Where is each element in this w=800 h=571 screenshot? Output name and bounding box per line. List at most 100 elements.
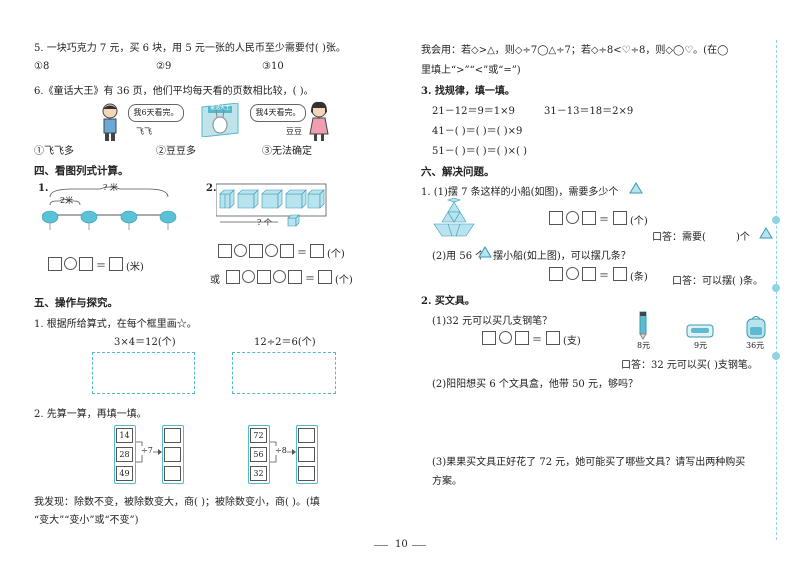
sec6-q2-title: 2. 买文具。 xyxy=(421,296,475,307)
output-cell[interactable] xyxy=(298,428,315,443)
boat-diagram-icon xyxy=(432,197,476,241)
q3-title: 3. 找规律，填一填。 xyxy=(421,86,515,97)
sec4-p2-unit1: (个) xyxy=(327,249,345,260)
sec4-p2-r2-box-1[interactable] xyxy=(226,270,240,284)
sec6-q2-answer: 口答：32 元可以买( )支钢笔。 xyxy=(621,360,758,371)
sec6-q1-unit1: (个) xyxy=(630,216,648,227)
sec4-p2-r1-box-3[interactable] xyxy=(280,244,294,258)
sec4-p2-r2-circle-1[interactable] xyxy=(242,270,255,283)
sec6-q1-circle[interactable] xyxy=(566,211,579,224)
q3-row1-b: 31－13＝18＝2×9 xyxy=(544,106,634,117)
sec6-q1b-box-answer[interactable] xyxy=(613,267,627,281)
q6-text: 6.《童话大王》有 36 页，他们平均每天看的页数相比较，( )。 xyxy=(34,86,314,97)
section-6-title: 六、解决问题。 xyxy=(421,166,495,178)
output-cell[interactable] xyxy=(164,466,181,481)
sec4-p2-r1-circle-2[interactable] xyxy=(265,244,278,257)
q5-option-2: ②9 xyxy=(156,61,172,72)
sec5-eq1: 3×4＝12(个) xyxy=(114,337,176,348)
sec6-q2-box-answer[interactable] xyxy=(546,331,560,345)
name-right: 豆豆 xyxy=(286,127,302,136)
q6-option-2: ②豆豆多 xyxy=(156,146,196,157)
input-cell: 28 xyxy=(116,447,133,462)
sec4-p2-r2-box-answer[interactable] xyxy=(318,270,332,284)
sec4-p2-r1-box-2[interactable] xyxy=(249,244,263,258)
equals-sign: ＝ xyxy=(599,271,609,282)
output-cell[interactable] xyxy=(298,466,315,481)
sec4-p2-r1-circle-1[interactable] xyxy=(234,244,247,257)
input-cell: 56 xyxy=(250,447,267,462)
sec4-p1-op-circle[interactable] xyxy=(64,257,77,270)
sec4-p1-box-2[interactable] xyxy=(79,257,93,271)
name-left: 飞飞 xyxy=(136,127,152,136)
sec5-eq2: 12÷2＝6(个) xyxy=(254,337,316,348)
output-cell[interactable] xyxy=(164,428,181,443)
equals-sign: ＝ xyxy=(599,215,609,226)
backpack-icon xyxy=(743,314,769,343)
margin-dot xyxy=(772,352,780,360)
sec5-q1-text: 1. 根据所给算式，在每个框里画☆。 xyxy=(34,319,197,330)
sec4-p2-r1-box-answer[interactable] xyxy=(310,244,324,258)
sec4-p2-unit2: (个) xyxy=(335,275,353,286)
sec6-q2-box-1[interactable] xyxy=(482,331,496,345)
sec4-p2-r1-box-1[interactable] xyxy=(218,244,232,258)
sec6-q1b-circle[interactable] xyxy=(566,267,579,280)
output-cell[interactable] xyxy=(298,447,315,462)
sec4-p2-r2-circle-2[interactable] xyxy=(273,270,286,283)
price-pen: 8元 xyxy=(637,341,651,350)
sec5-q2-text: 2. 先算一算，再填一填。 xyxy=(34,409,147,420)
page-number-rule-left xyxy=(374,545,388,546)
equals-sign: ＝ xyxy=(297,248,307,259)
triangle-icon xyxy=(629,182,643,197)
equals-sign: ＝ xyxy=(96,261,106,272)
output-column-frame-1 xyxy=(162,425,184,484)
sec6-q1-box-1[interactable] xyxy=(549,211,563,225)
sec6-q1-text2: (2)用 56 个 xyxy=(432,251,486,262)
operator-label: ÷7 xyxy=(141,446,153,455)
boy-figure-icon xyxy=(98,102,122,145)
sec4-p1-unit: (米) xyxy=(126,262,144,273)
q3-row1-a: 21－12＝9＝1×9 xyxy=(432,106,515,117)
sec6-q1-answer1-a: 口答：需要( xyxy=(652,232,706,243)
operator-label: ÷8 xyxy=(275,446,287,455)
output-cell[interactable] xyxy=(164,447,181,462)
triangle-icon xyxy=(759,227,773,242)
sec6-q1-box-2[interactable] xyxy=(582,211,596,225)
sec4-p1-box-1[interactable] xyxy=(48,257,62,271)
sec6-q1b-box-1[interactable] xyxy=(549,267,563,281)
rule-line-2: 里填上“>”“<”或“=”) xyxy=(421,65,521,76)
margin-dot xyxy=(772,216,780,224)
q3-row3: 51－( )＝( )＝( )×( ) xyxy=(432,146,528,157)
lantern-total-label: ? 米 xyxy=(103,183,118,192)
finding-line-2: “变大”“变小”或“不变”) xyxy=(34,515,139,526)
sec6-q1b-box-2[interactable] xyxy=(582,267,596,281)
page-number-rule-right xyxy=(412,545,426,546)
draw-frame-2[interactable] xyxy=(232,352,336,394)
cubes-question-label: ? 个 xyxy=(257,218,272,227)
sec4-p1-num: 1. xyxy=(38,183,49,194)
input-cell: 72 xyxy=(250,428,267,443)
girl-figure-icon xyxy=(307,100,331,145)
rule-line-1: 我会用：若◇>△，则◇÷7◯△÷7；若◇÷8<♡÷8，则◇◯♡。(在◯ xyxy=(421,45,729,56)
sec6-q1-unit2: (条) xyxy=(630,272,648,283)
equals-sign: ＝ xyxy=(305,274,315,285)
sec6-q1-box-answer[interactable] xyxy=(613,211,627,225)
sec6-q2-sub2: (2)阳阳想买 6 个文具盒，他带 50 元，够吗？ xyxy=(432,379,638,390)
cube-stacks-diagram xyxy=(215,180,336,233)
sec4-p2-r2-box-3[interactable] xyxy=(288,270,302,284)
sec4-p1-box-answer[interactable] xyxy=(109,257,123,271)
margin-dot xyxy=(772,284,780,292)
sec4-p2-r2-box-2[interactable] xyxy=(257,270,271,284)
draw-frame-1[interactable] xyxy=(92,352,195,394)
price-pencil-case: 9元 xyxy=(694,341,708,350)
sec6-q2-circle[interactable] xyxy=(499,331,512,344)
q6-option-1: ①飞飞多 xyxy=(34,146,74,157)
input-cell: 14 xyxy=(116,428,133,443)
sec4-p2-num: 2. xyxy=(206,183,217,194)
sec6-q2-box-2[interactable] xyxy=(515,331,529,345)
sec6-q1-text1: 1. (1)摆 7 条这样的小船(如图)，需要多少个 xyxy=(421,187,619,198)
book-icon xyxy=(198,102,242,140)
pencil-case-icon xyxy=(686,324,714,341)
sec6-q1-answer2: 口答：可以摆( )条。 xyxy=(672,276,763,287)
equals-sign: ＝ xyxy=(532,335,542,346)
q5-option-3: ③10 xyxy=(262,61,284,72)
